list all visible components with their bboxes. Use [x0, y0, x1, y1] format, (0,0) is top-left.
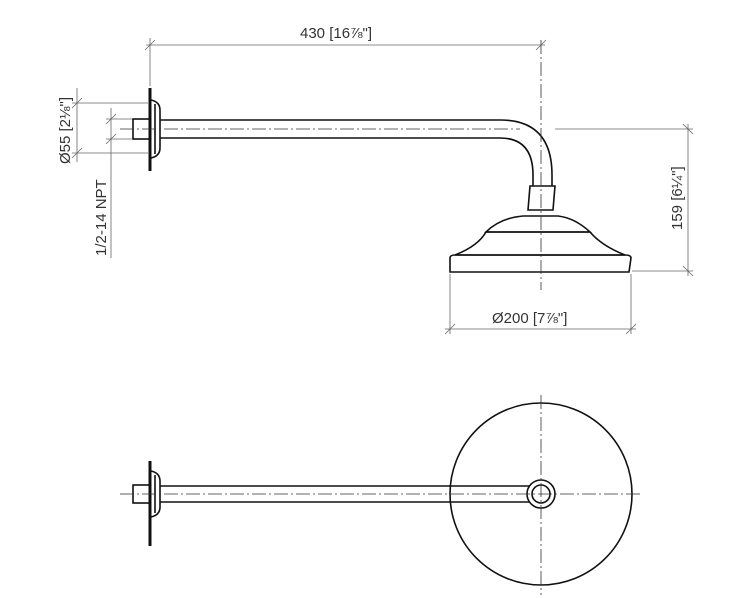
dimension-lines: 430 [16⅞"] 159 [6¼"] Ø200 [7⅞"] Ø55 [2⅛"… — [57, 25, 694, 335]
dim-flange-diameter: Ø55 [2⅛"] — [57, 97, 74, 164]
dim-arm-length: 430 [16⅞"] — [300, 25, 372, 42]
head-dome — [454, 231, 626, 256]
arm-pipe-outer — [160, 119, 553, 186]
dim-head-diameter: Ø200 [7⅞"] — [492, 310, 567, 327]
head-rim — [449, 254, 632, 273]
dim-thread: 1/2-14 NPT — [93, 179, 110, 256]
dim-drop-height: 159 [6¼"] — [669, 166, 686, 230]
top-view — [120, 395, 640, 595]
head-neck — [527, 185, 556, 211]
arm-pipe-inner — [160, 137, 534, 186]
side-view — [120, 40, 632, 290]
head-dome-top — [484, 215, 593, 233]
